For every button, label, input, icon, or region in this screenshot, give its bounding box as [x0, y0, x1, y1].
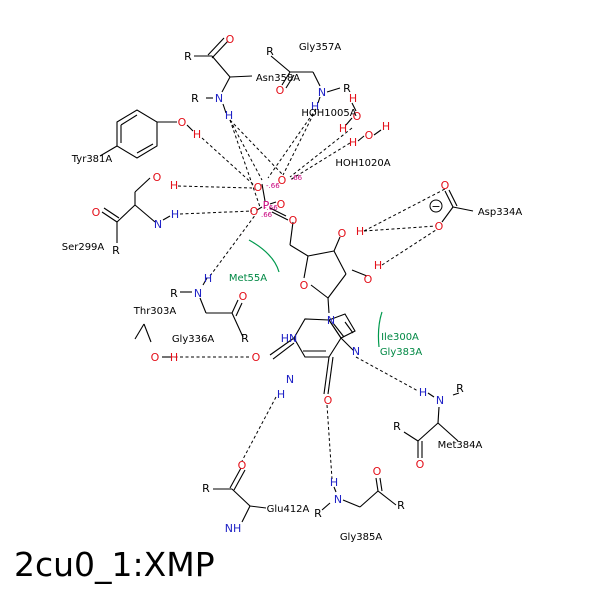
atom-o-gly336: O — [239, 290, 248, 303]
residue-label-asp334: Asp334A — [478, 207, 522, 218]
atom-r-gly357-a: R — [266, 45, 274, 58]
atom-o-phosphate-b: O — [278, 174, 287, 187]
atom-h-tyr381: H — [193, 128, 201, 141]
atom-h-ser299: H — [171, 208, 179, 221]
bond-lines — [99, 37, 474, 523]
atom-nh-glu412: NH — [225, 522, 242, 535]
residue-label-ser299: Ser299A — [62, 242, 105, 253]
atom-h-gly336: H — [204, 272, 212, 285]
residue-labels: Gly357A Asn358A HOH1005A HOH1020A Tyr381… — [62, 42, 523, 543]
hydrophobic-contact-arcs — [248, 239, 383, 348]
atom-h-ribose-2: H — [374, 259, 382, 272]
residue-label-thr303: Thr303A — [133, 306, 177, 317]
charge-label-4: -.66 — [264, 204, 278, 212]
atom-r-gly336-a: R — [170, 287, 178, 300]
atom-r-met384-b: R — [393, 420, 401, 433]
atom-p-phosphate: P — [263, 199, 270, 212]
atom-h-water-d: H — [349, 136, 357, 149]
charge-label-3: .66 — [261, 211, 273, 219]
atom-o-water-b: O — [365, 129, 374, 142]
atom-o-ribose-2: O — [364, 273, 373, 286]
atom-n-gly336: N — [194, 287, 202, 300]
atom-o-tyr381: O — [178, 116, 187, 129]
atom-h-ribose-3: H — [356, 225, 364, 238]
hydrophobic-arc-met55 — [248, 239, 280, 273]
atom-h-purine-3: H — [277, 388, 285, 401]
atom-o-purine-2: O — [252, 351, 261, 364]
atom-h-thr303: H — [170, 351, 178, 364]
atom-r-gly336-b: R — [241, 332, 249, 345]
atom-o-thr303: O — [151, 351, 160, 364]
atom-h-ser299-og: H — [170, 179, 178, 192]
charge-label-1: -.66 — [266, 182, 280, 190]
residue-label-met384: Met384A — [438, 440, 483, 451]
atom-h-water-a: H — [349, 92, 357, 105]
atom-n-asn358: N — [215, 92, 223, 105]
atom-o-asp334-b: O — [435, 220, 444, 233]
atom-o-purine-6: O — [324, 394, 333, 407]
atom-o-water-a: O — [353, 110, 362, 123]
residue-label-glu412: Glu412A — [267, 504, 310, 515]
partial-charges: -.66 .66 .66 -.66 — [261, 174, 303, 219]
atom-o-phosphate-ester: O — [289, 214, 298, 227]
atom-o-gly357: O — [276, 84, 285, 97]
atom-n-met384: N — [436, 394, 444, 407]
atom-o-ribose-ring: O — [300, 279, 309, 292]
atom-r-gly357-b: R — [343, 82, 351, 95]
atom-o-phosphate-a: O — [254, 181, 263, 194]
atom-h-water-c: H — [382, 120, 390, 133]
hydrophobic-label-gly383: Gly383A — [380, 347, 423, 358]
hydrophobic-arc-ile300 — [377, 311, 383, 348]
atom-h-met384: H — [419, 386, 427, 399]
atom-o-asp334-a: O — [441, 179, 450, 192]
atom-o-met384: O — [416, 458, 425, 471]
atom-h-gly385: H — [330, 476, 338, 489]
atom-o-phosphate-d: O — [277, 198, 286, 211]
atom-r-glu412: R — [202, 482, 210, 495]
negative-charge-icon — [429, 199, 443, 213]
hydrogen-bond-lines — [169, 108, 446, 480]
hydrophobic-label-met55: Met55A — [229, 273, 267, 284]
atom-r-met384-a: R — [456, 382, 464, 395]
atom-r-ser299: R — [112, 244, 120, 257]
atom-nh-purine-1: HN — [281, 332, 298, 345]
atom-n-ser299: N — [154, 218, 162, 231]
residue-label-gly357: Gly357A — [299, 42, 342, 53]
atom-h-water-b: H — [339, 122, 347, 135]
residue-label-hoh1020: HOH1020A — [335, 158, 390, 169]
atom-o-gly385: O — [373, 465, 382, 478]
diagram-title: 2cu0_1:XMP — [14, 545, 215, 584]
atom-o-ser299: O — [92, 206, 101, 219]
residue-label-gly336: Gly336A — [172, 334, 215, 345]
atom-h-asn358: H — [225, 109, 233, 122]
atom-o-asn358: O — [226, 33, 235, 46]
atom-n-gly357: N — [318, 86, 326, 99]
atom-n-purine-7: N — [327, 314, 335, 327]
residue-label-hoh1005: HOH1005A — [301, 108, 356, 119]
atom-o-ribose-3: O — [338, 227, 347, 240]
residue-label-asn358: Asn358A — [256, 73, 300, 84]
atom-n-purine-9: N — [352, 345, 360, 358]
atom-r-asn358-b: R — [191, 92, 199, 105]
atom-r-asn358-a: R — [184, 50, 192, 63]
atom-h-gly357: H — [311, 100, 319, 113]
residue-label-gly385: Gly385A — [340, 532, 383, 543]
atom-r-gly385-b: R — [397, 499, 405, 512]
atom-n-gly385: N — [334, 493, 342, 506]
atom-labels: O R R N H R O N R H H O H O H H O H O H … — [92, 33, 465, 535]
charge-label-2: .66 — [291, 174, 303, 182]
atom-n-purine-3: N — [286, 373, 294, 386]
residue-label-tyr381: Tyr381A — [71, 154, 113, 165]
atom-o-ser299-og: O — [153, 171, 162, 184]
hydrophobic-label-ile300: Ile300A — [381, 332, 419, 343]
negative-charge-sign: − — [431, 200, 440, 213]
atom-r-gly385-a: R — [314, 507, 322, 520]
atom-o-phosphate-c: O — [250, 205, 259, 218]
atom-o-glu412: O — [238, 459, 247, 472]
